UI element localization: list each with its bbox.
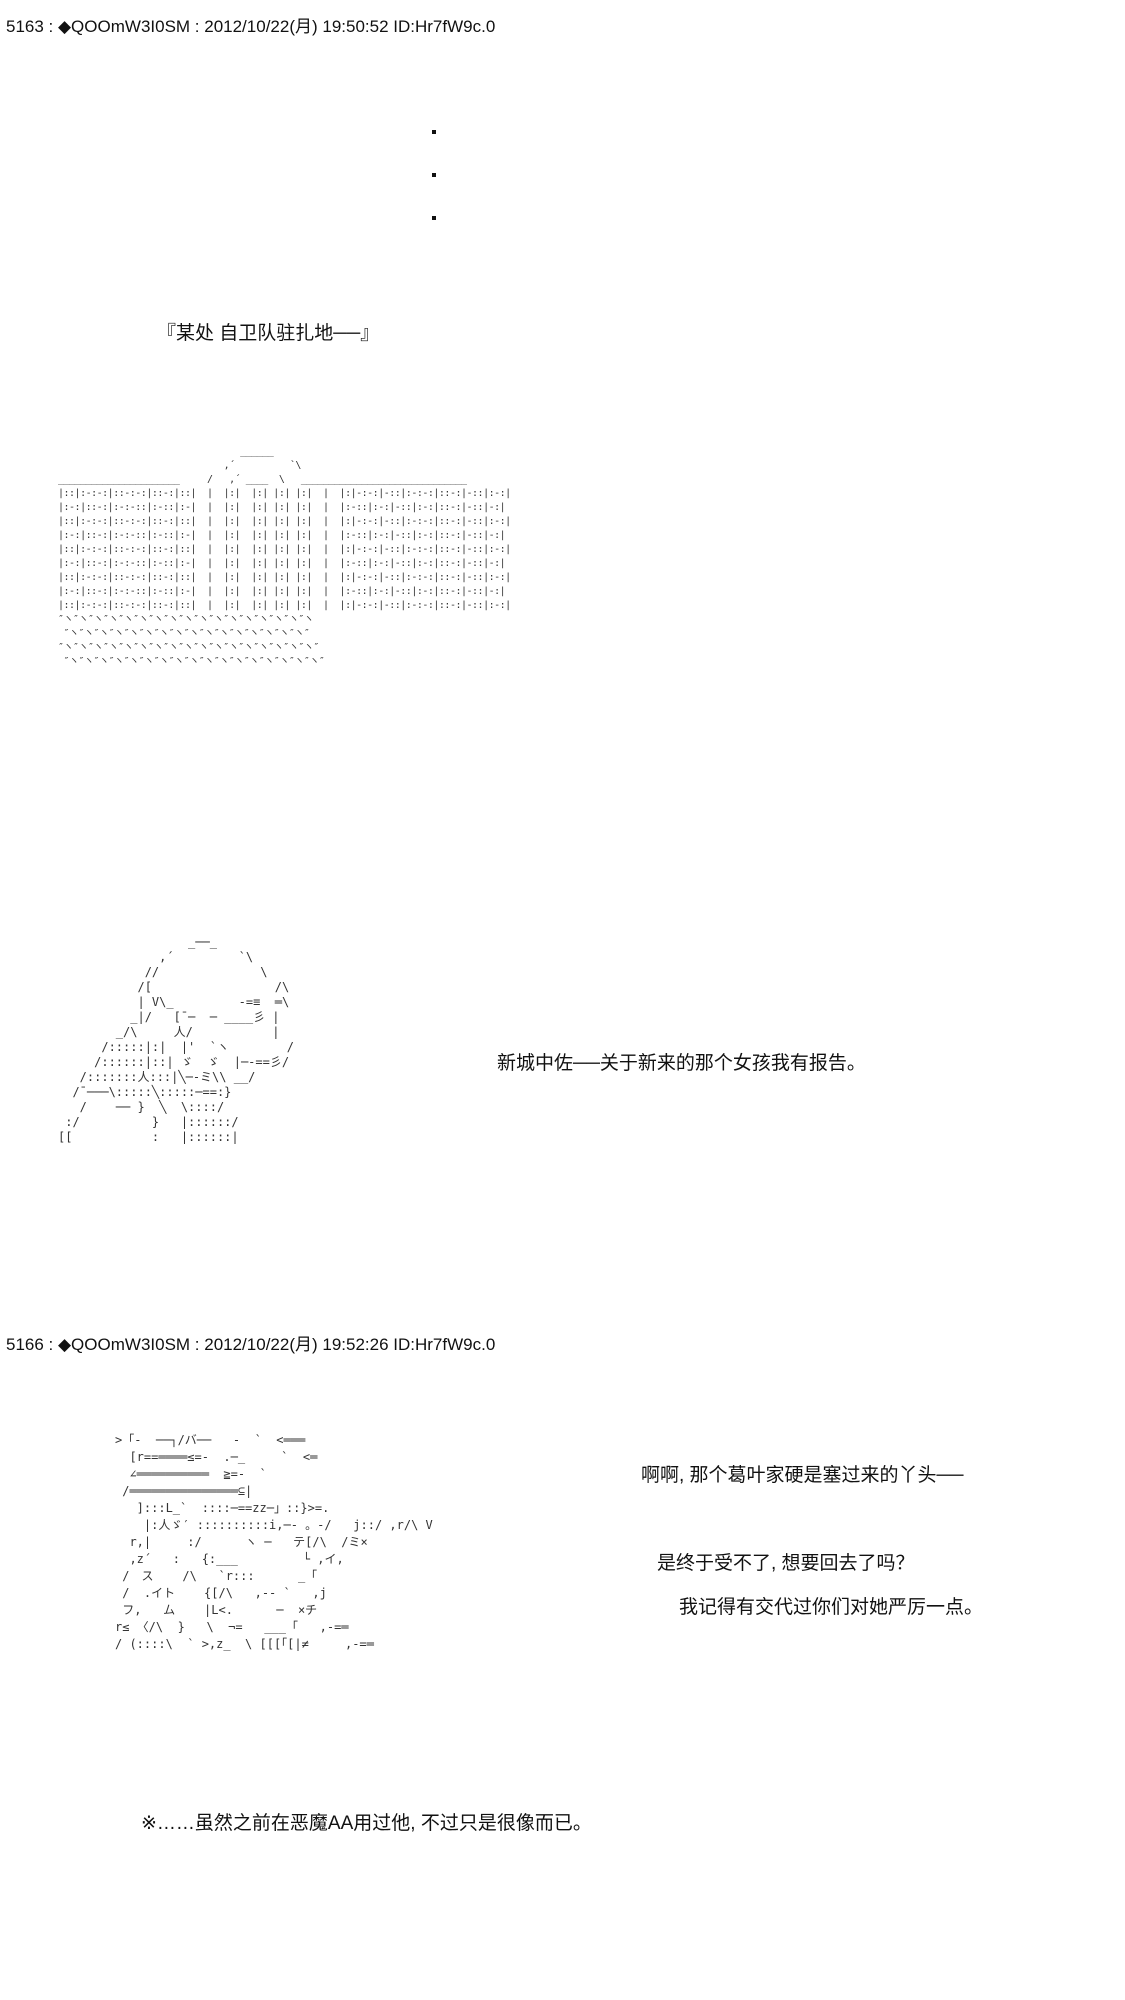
dot bbox=[432, 173, 436, 177]
person-ascii-art: _──_ ,´ `\ // \ /[ /\ | V\_ -=≡ ═\ _|/ [… bbox=[58, 935, 294, 1144]
dialogue-line-1: 啊啊, 那个葛叶家硬是塞过来的丫头── bbox=[641, 1465, 964, 1486]
footnote: ※……虽然之前在恶魔AA用过他, 不过只是很像而已。 bbox=[141, 1813, 592, 1834]
post-header-5163: 5163 : ◆QOOmW3I0SM : 2012/10/22(月) 19:50… bbox=[6, 17, 496, 36]
post-header-5166: 5166 : ◆QOOmW3I0SM : 2012/10/22(月) 19:52… bbox=[6, 1335, 496, 1354]
dialogue-line-2: 是终于受不了, 想要回去了吗？ bbox=[657, 1553, 915, 1574]
dot bbox=[432, 130, 436, 134]
location-caption: 『某处 自卫队驻扎地──』 bbox=[157, 323, 380, 344]
dialogue-line: 新城中佐──关于新来的那个女孩我有报告。 bbox=[497, 1053, 866, 1074]
dot bbox=[432, 216, 436, 220]
face-ascii-art: >「- ──┐/バ── - ` <═══ [r==════≤=- .─_ ` <… bbox=[115, 1433, 433, 1651]
building-ascii-art: ______ ,´ `\ ______________________ / ,´… bbox=[58, 446, 511, 667]
dialogue-line-3: 我记得有交代过你们对她严厉一点。 bbox=[679, 1597, 984, 1618]
